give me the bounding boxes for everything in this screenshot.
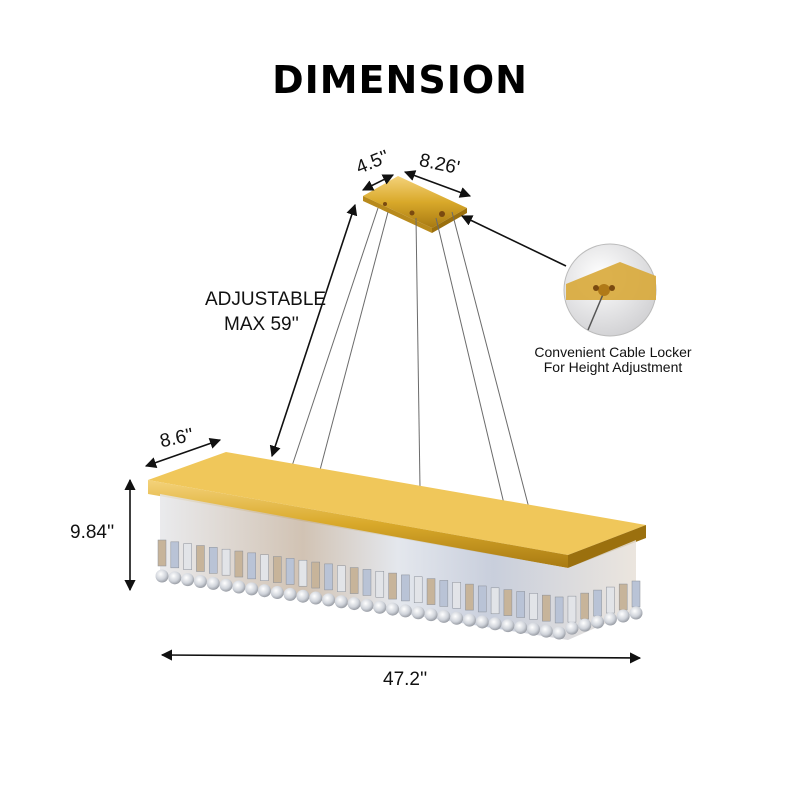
crystal-prism [337,565,346,592]
page-title: DIMENSION [272,58,528,102]
dimension-arrows [124,170,642,664]
crystal-prism [490,587,500,615]
crystal-prism [478,585,487,613]
crystal-ball [283,587,297,601]
crystal-ball [501,619,515,633]
crystal-prism [567,595,577,623]
cable-locker-detail [563,243,657,337]
crystal-prism [375,570,385,598]
crystal-prism [183,543,192,570]
callout-line2: For Height Adjustment [543,359,683,375]
crystal-ball [322,593,336,607]
crystal-ball [386,602,400,616]
crystal-prism [234,550,244,578]
crystal-prism [580,592,590,620]
crystal-ball [514,620,528,634]
crystal-ball [603,612,617,626]
crystal-prism [631,580,641,608]
callout-line1: Convenient Cable Locker [534,344,692,360]
crystal-prism [516,591,525,618]
crystal-prism [618,583,628,611]
crystal-ball [245,582,259,596]
crystal-ball [193,575,207,589]
crystal-prism [221,548,231,576]
suspension-cables [291,207,531,513]
crystal-ball [424,608,438,622]
crystal-prism [298,559,308,587]
length-arrow [160,649,642,664]
crystal-prism [606,586,615,614]
crystal-prism [593,589,602,617]
crystal-prism [247,552,256,580]
length-label: 47.2'' [383,669,428,690]
crystal-prism [349,567,359,594]
crystal-ball [181,573,195,587]
crystal-ball [219,578,233,592]
crystal-prism [465,583,474,611]
crystal-ball [437,609,451,623]
crystal-ball [411,606,425,620]
ceiling-canopy [363,176,467,233]
crystal-ball [206,576,220,590]
crystal-ball [373,600,387,614]
crystal-prism [413,576,423,604]
crystal-ball [462,613,476,627]
crystal-ball [475,615,489,629]
crystal-prism [388,572,397,600]
crystal-ball [578,618,592,632]
crystal-prism [273,556,282,583]
crystal-prism [503,589,513,616]
crystal-ball [552,626,566,640]
callout-pointer-arrow [460,215,567,267]
crystal-prism [208,547,218,574]
crystal-ball [539,624,553,638]
crystal-prisms [157,539,641,624]
chandelier-body [148,452,646,640]
canopy-depth-arrow [361,174,395,191]
crystal-ball [347,597,361,611]
crystal-prism [439,580,449,607]
crystal-balls [155,569,643,640]
cable-length-arrow [269,203,358,458]
canopy-width-arrow [403,170,472,198]
crystal-ball [565,621,579,635]
crystal-prism [529,593,538,620]
crystal-ball [270,586,284,600]
crystal-ball [334,595,348,609]
body-depth-arrow [144,438,222,468]
crystal-ball [155,569,169,583]
crystal-ball [591,615,605,629]
crystal-prism [362,569,372,596]
crystal-ball [629,606,643,620]
crystal-prism [401,574,410,602]
crystal-prism [324,563,333,591]
crystal-prism [157,539,167,567]
crystal-prism [311,561,320,589]
crystal-ball [398,604,412,618]
crystal-ball [296,589,310,603]
crystal-prism [542,594,551,622]
crystal-ball [168,571,182,585]
crystal-prism [285,558,295,585]
crystal-prism [554,596,564,624]
crystal-prism [260,554,269,581]
crystal-ball [257,584,271,598]
cable-length-label-line2: MAX 59'' [224,314,299,335]
crystal-prism [170,541,180,569]
crystal-prism [196,545,205,572]
crystal-ball [450,611,464,625]
crystal-ball [616,609,630,623]
crystal-ball [527,622,541,636]
crystal-prism [452,582,461,609]
height-label: 9.84'' [70,522,115,543]
crystal-ball [232,580,246,594]
crystal-prism [426,578,436,605]
crystal-ball [360,598,374,612]
crystal-ball [488,617,502,631]
callout-text: Convenient Cable Locker For Height Adjus… [518,345,708,375]
crystal-ball [309,591,323,605]
cable-length-label-line1: ADJUSTABLE [205,289,327,310]
